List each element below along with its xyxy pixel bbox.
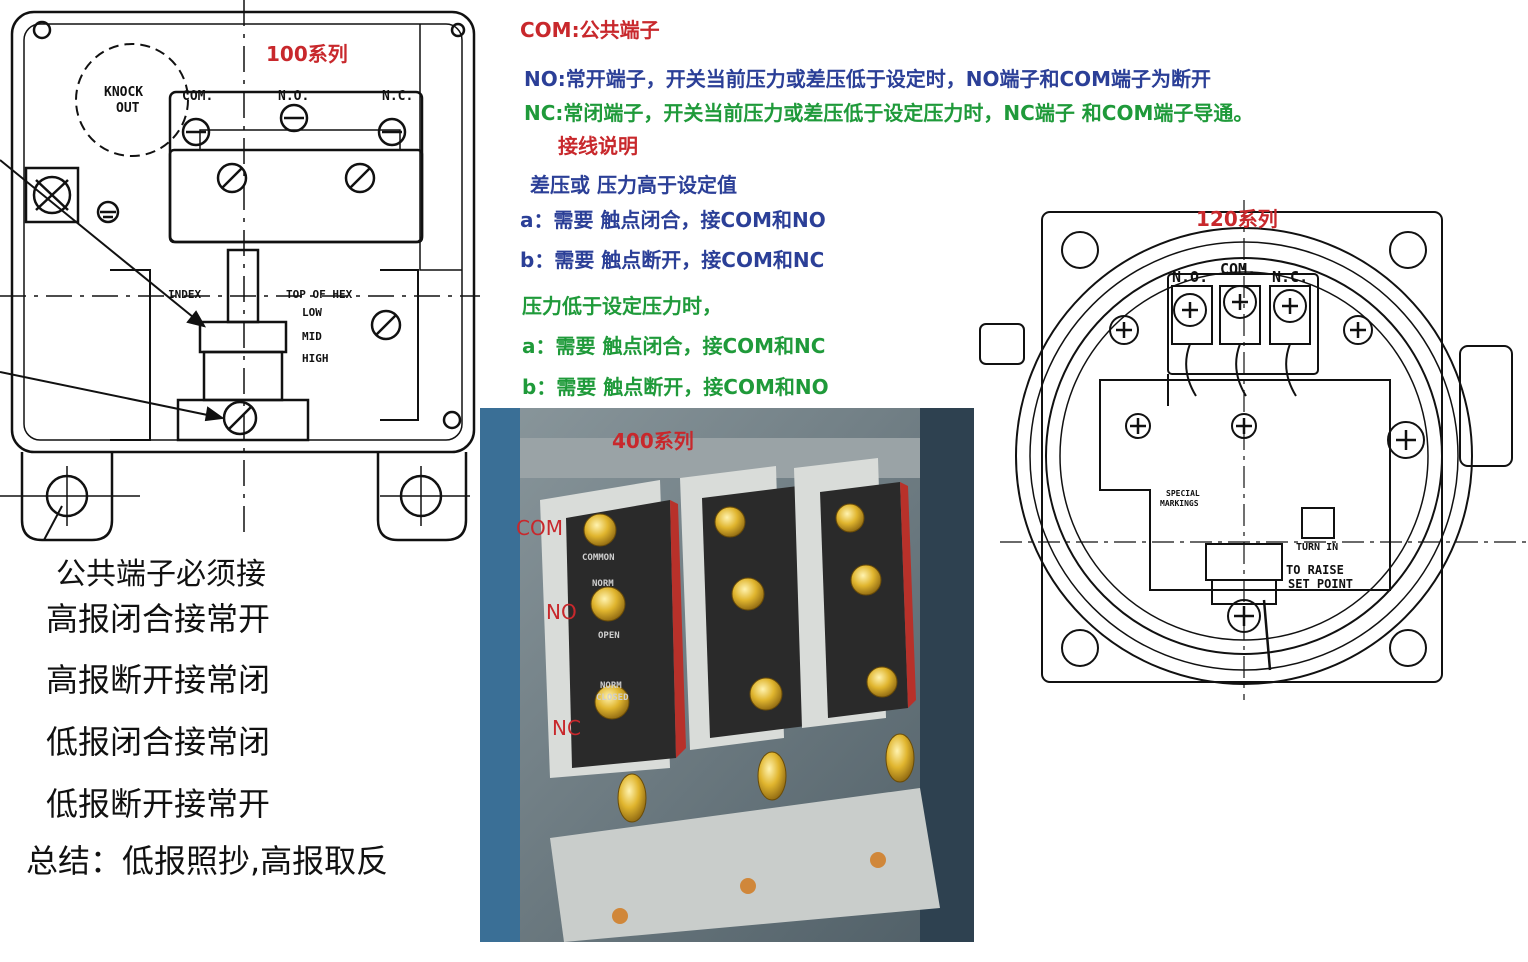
wiring-high-a: a：需要 触点闭合，接COM和NO (520, 208, 826, 232)
legend-nc: NC:常闭端子，开关当前压力或差压低于设定压力时，NC端子 和COM端子导通。 (524, 101, 1254, 125)
legend-com: COM:公共端子 (520, 18, 660, 42)
photo-com-tag: COM (516, 516, 563, 540)
d100-index-label: INDEX (168, 288, 201, 301)
summary-line-3: 高报断开接常闭 (46, 661, 271, 699)
legend-no: NO:常开端子，开关当前压力或差压低于设定时，NO端子和COM端子为断开 (524, 67, 1212, 91)
series-100-label: 100系列 (266, 42, 348, 66)
d120-to-raise-label: TO RAISE (1286, 563, 1344, 577)
wiring-title: 接线说明 (558, 134, 638, 158)
series-120-label: 120系列 (1196, 207, 1278, 231)
p400-norm-closed-2: CLOSED (596, 693, 629, 703)
d100-low-label: LOW (302, 306, 322, 319)
wiring-low-b: b：需要 触点断开，接COM和NO (522, 375, 829, 399)
summary-line-4: 低报闭合接常闭 (46, 723, 271, 761)
series-400-label: 400系列 (612, 429, 694, 453)
d120-no-label: N.O. (1172, 268, 1208, 286)
d100-mid-label: MID (302, 330, 322, 343)
d100-nc-label: N.C. (382, 89, 413, 104)
d120-com-label: COM. (1220, 260, 1256, 278)
d120-special-label: SPECIAL (1166, 489, 1200, 498)
wiring-high-b: b：需要 触点断开，接COM和NC (520, 248, 825, 272)
d120-turn-in-label: TURN IN (1296, 542, 1338, 553)
p400-common-label: COMMON (582, 553, 615, 563)
d120-nc-label: N.C. (1272, 268, 1308, 286)
d120-markings-label: MARKINGS (1160, 499, 1199, 508)
summary-line-6: 总结：低报照抄,高报取反 (26, 842, 389, 880)
d100-no-label: N.O. (278, 89, 309, 104)
d120-set-point-label: SET POINT (1288, 577, 1353, 591)
photo-no-tag: NO (546, 600, 577, 624)
p400-norm-closed-1: NORM (600, 681, 622, 691)
p400-norm-open-2: OPEN (598, 631, 620, 641)
photo-nc-tag: NC (552, 716, 581, 740)
series-120-diagram: N.O. COM. N.C. SPECIAL MARKINGS TURN IN … (979, 200, 1528, 700)
series-100-diagram: KNOCK OUT COM. N.O. N.C. INDEX TOP OF HE… (0, 0, 480, 542)
d100-knock-label: KNOCK (104, 85, 143, 100)
summary-line-5: 低报断开接常开 (46, 785, 271, 823)
d100-high-label: HIGH (302, 352, 329, 365)
p400-norm-open-1: NORM (592, 579, 614, 589)
wiring-low-heading: 压力低于设定压力时， (522, 294, 722, 318)
summary-line-2: 高报闭合接常开 (46, 600, 271, 638)
series-400-photo: COMMON NORM OPEN NORM CLOSED (480, 408, 974, 942)
d100-com-label: COM. (182, 89, 213, 104)
summary-line-1: 公共端子必须接 (56, 557, 266, 592)
wiring-high-heading: 差压或 压力高于设定值 (530, 173, 737, 197)
wiring-low-a: a：需要 触点闭合，接COM和NC (522, 334, 826, 358)
d100-out-label: OUT (116, 101, 140, 116)
d100-top-of-hex-label: TOP OF HEX (286, 288, 353, 301)
